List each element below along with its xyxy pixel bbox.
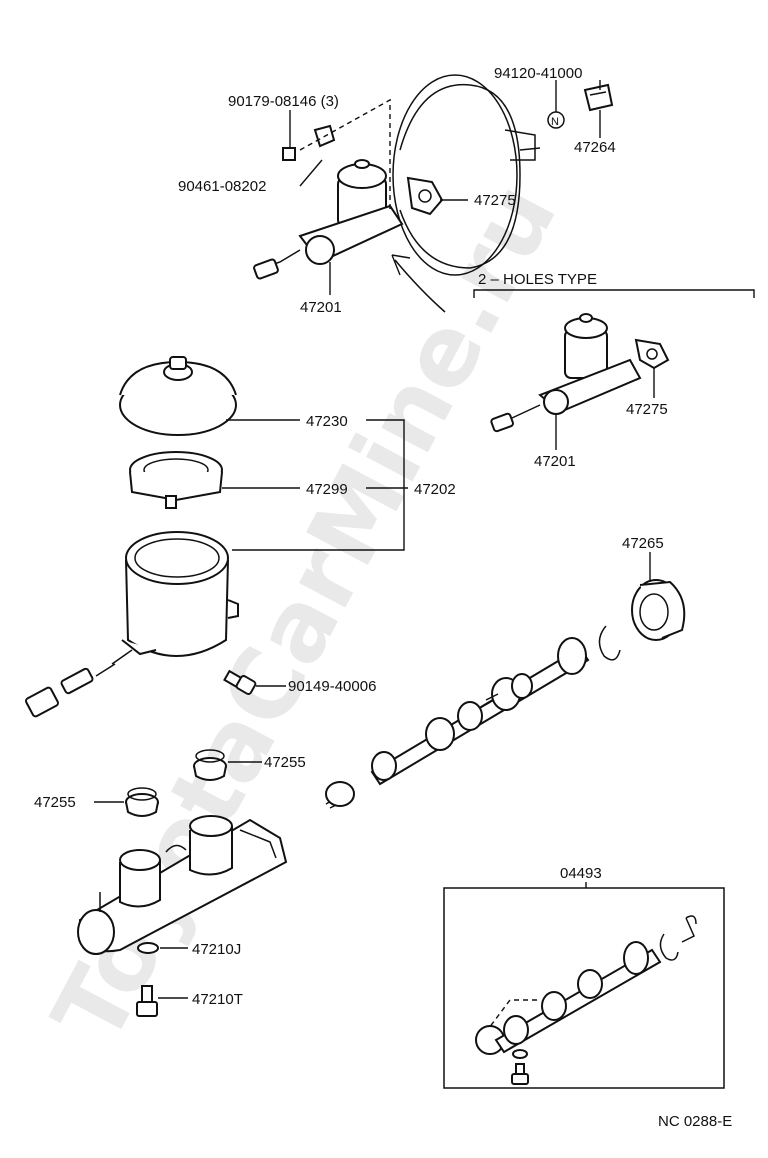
- master-cylinder-2-holes: [490, 313, 670, 433]
- label-47230: 47230: [306, 413, 348, 430]
- section-title: 2 – HOLES TYPE: [478, 271, 597, 288]
- clip-47264: [583, 83, 614, 112]
- label-47210J: 47210J: [192, 941, 241, 958]
- reservoir-cap-47230: [119, 356, 237, 436]
- label-47210T: 47210T: [192, 991, 243, 1008]
- label-47275-right: 47275: [626, 401, 668, 418]
- label-04493: 04493: [560, 865, 602, 882]
- label-94120-41000: 94120-41000: [494, 65, 582, 82]
- kit-04493-parts: [475, 915, 697, 1085]
- piston-assembly: [325, 637, 590, 809]
- n-symbol: N: [547, 111, 565, 129]
- label-90149-40006: 90149-40006: [288, 678, 376, 695]
- reservoir-body: [25, 531, 239, 718]
- bolt-90149: [223, 669, 257, 695]
- label-47264: 47264: [574, 139, 616, 156]
- label-47255-lower: 47255: [34, 794, 76, 811]
- bleeder-47210T: [136, 985, 158, 1017]
- snap-ring: [598, 625, 621, 661]
- label-47201-right: 47201: [534, 453, 576, 470]
- strainer-47299: [129, 451, 223, 509]
- grommet-47255-lower: [125, 787, 159, 817]
- label-90179-08146: 90179-08146 (3): [228, 93, 339, 110]
- gasket-47275-top: [406, 176, 444, 216]
- label-47299: 47299: [306, 481, 348, 498]
- label-47201-top: 47201: [300, 299, 342, 316]
- label-90461-08202: 90461-08202: [178, 178, 266, 195]
- label-47255-upper: 47255: [264, 754, 306, 771]
- master-cylinder-body: [77, 815, 288, 955]
- grommet-47255-upper: [193, 749, 227, 781]
- label-47202: 47202: [414, 481, 456, 498]
- drawing-code: NC 0288-E: [658, 1113, 732, 1130]
- label-47275-top: 47275: [474, 192, 516, 209]
- washer-47210J: [137, 942, 159, 954]
- svg-text:N: N: [551, 116, 559, 128]
- section-bracket: [473, 289, 755, 298]
- master-cylinder-top: [253, 159, 404, 280]
- label-47265: 47265: [622, 535, 664, 552]
- kit-04493-frame: [443, 887, 725, 1089]
- union-bolt-90179: [282, 98, 391, 210]
- boot-47265: [631, 579, 686, 641]
- brake-booster-assembly: [391, 74, 541, 313]
